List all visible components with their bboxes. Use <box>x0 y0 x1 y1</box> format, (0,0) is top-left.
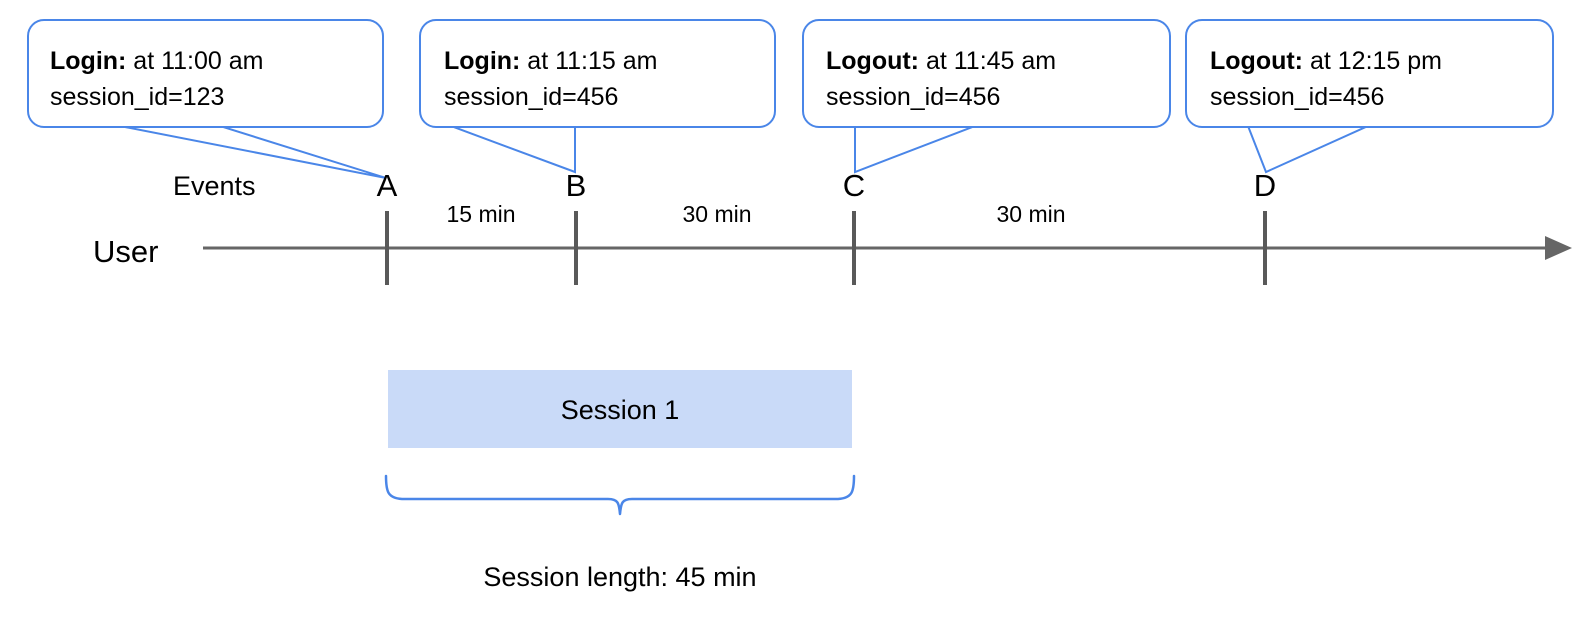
gap-label-bc: 30 min <box>682 201 751 227</box>
marker-label-d: D <box>1254 168 1276 203</box>
session-span-brace <box>384 474 856 516</box>
user-row-label: User <box>93 234 158 269</box>
callout-d-line2: session_id=456 <box>1210 83 1384 111</box>
callout-a-time: at 11:00 am <box>126 47 263 75</box>
marker-label-c: C <box>843 168 865 203</box>
callout-a-line1: Login: at 11:00 am <box>50 47 263 75</box>
callout-d-box <box>1185 19 1554 128</box>
callout-c-time: at 11:45 am <box>919 47 1056 75</box>
callout-b-box <box>419 19 776 128</box>
marker-label-b: B <box>566 168 587 203</box>
callout-a-type: Login: <box>50 47 126 75</box>
callout-c-box <box>802 19 1171 128</box>
callout-a[interactable]: Login: at 11:00 am session_id=123 <box>27 19 387 179</box>
session-bar <box>388 370 852 448</box>
timeline-axis-arrowhead <box>1545 236 1572 260</box>
callout-c-type: Logout: <box>826 47 919 75</box>
callout-b-line2: session_id=456 <box>444 83 618 111</box>
callout-d-line1: Logout: at 12:15 pm <box>1210 47 1442 75</box>
callout-a-line2: session_id=123 <box>50 83 224 111</box>
session-bar-group[interactable]: Session 1 <box>388 370 852 448</box>
callout-c[interactable]: Logout: at 11:45 am session_id=456 <box>802 19 1171 174</box>
callout-b-type: Login: <box>444 47 520 75</box>
callout-a-box <box>27 19 384 128</box>
callout-b-line1: Login: at 11:15 am <box>444 47 657 75</box>
gap-label-ab: 15 min <box>446 201 515 227</box>
callout-d[interactable]: Logout: at 12:15 pm session_id=456 <box>1185 19 1554 174</box>
callout-c-tail <box>854 125 976 174</box>
callout-b-tail <box>450 125 576 174</box>
session-length-caption: Session length: 45 min <box>483 562 756 592</box>
marker-label-a: A <box>377 168 398 203</box>
callout-b[interactable]: Login: at 11:15 am session_id=456 <box>419 19 776 174</box>
callout-c-line1: Logout: at 11:45 am <box>826 47 1056 75</box>
session-bar-label: Session 1 <box>561 395 680 425</box>
callout-b-time: at 11:15 am <box>520 47 657 75</box>
gap-label-cd: 30 min <box>996 201 1065 227</box>
callout-d-tail <box>1246 125 1369 174</box>
events-row-label: Events <box>173 171 256 201</box>
callout-d-type: Logout: <box>1210 47 1303 75</box>
callout-c-line2: session_id=456 <box>826 83 1000 111</box>
callout-d-time: at 12:15 pm <box>1303 47 1442 75</box>
